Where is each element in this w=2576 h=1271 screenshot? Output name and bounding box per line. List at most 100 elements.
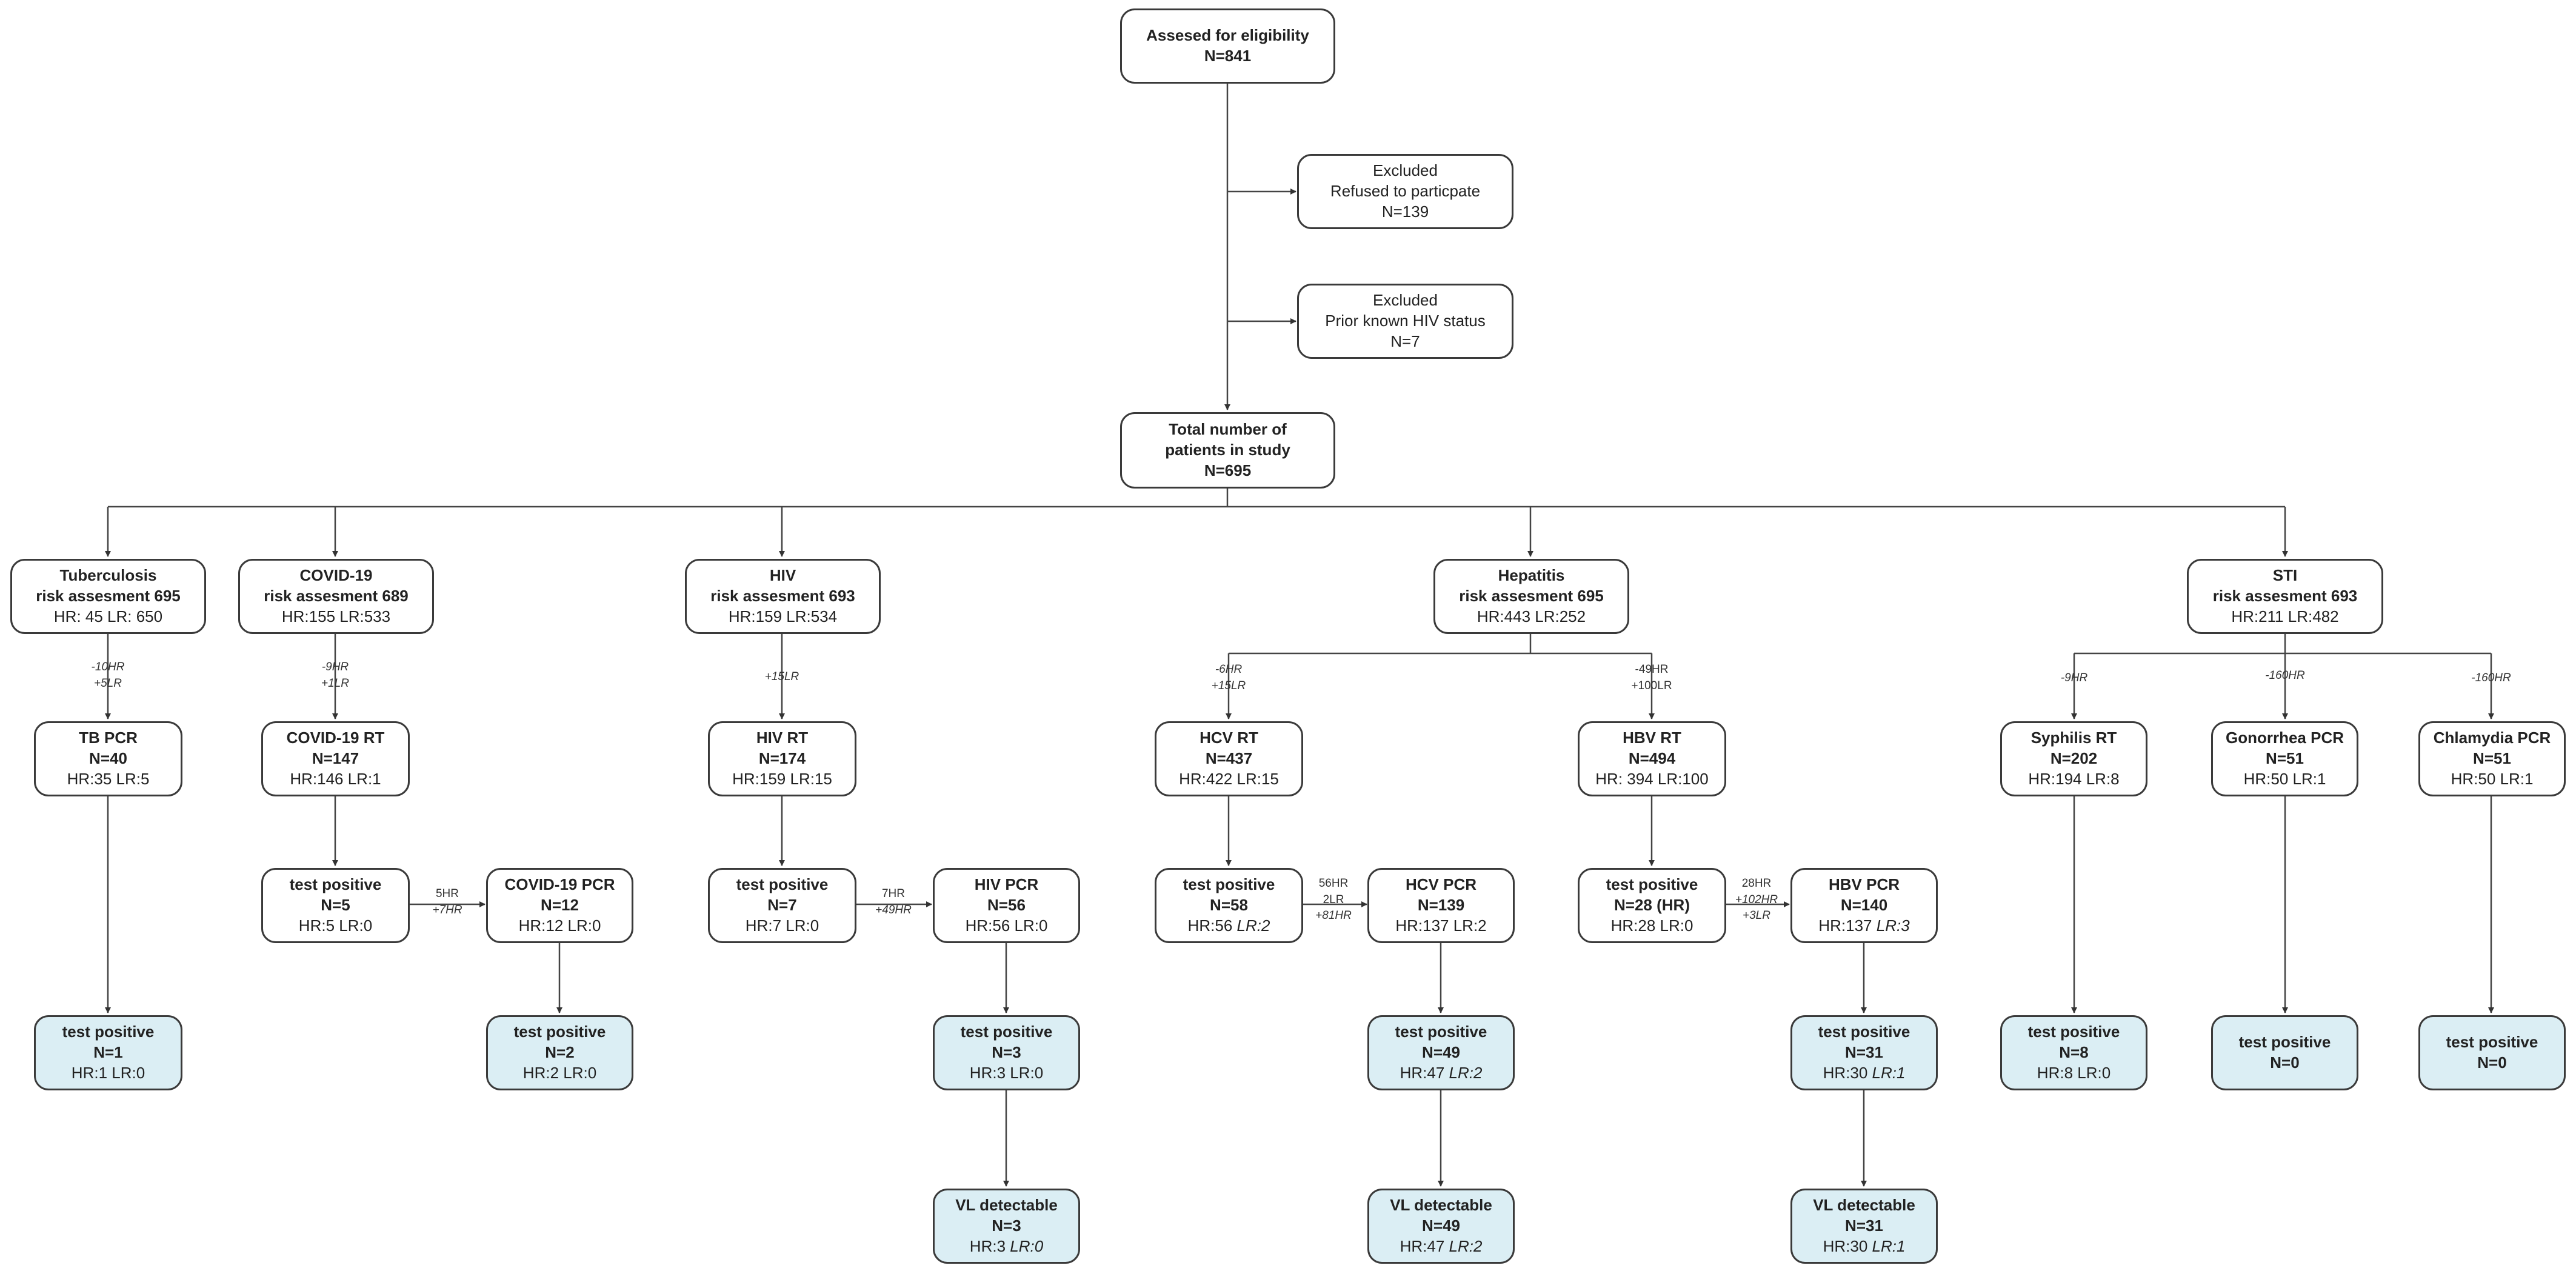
hiv-rt-positive-count: N=7 [767,896,797,915]
hiv-rt-positive-box: test positive N=7 HR:7 LR:0 [708,868,856,943]
eligibility-title: Assesed for eligibility [1146,26,1309,45]
hbv-pcr-count: N=140 [1840,896,1888,915]
sti-risk-box: STI risk assesment 693 HR:211 LR:482 [2187,559,2383,634]
hiv-arrow-lr: +15LR [764,670,799,683]
syphilis-rt-box: Syphilis RT N=202 HR:194 LR:8 [2000,721,2147,796]
covid-rt-positive-title: test positive [289,875,382,894]
hcv-rt-positive-lr: LR:2 [1236,916,1270,935]
tb-risk-box: Tuberculosis risk assesment 695 HR: 45 L… [10,559,206,634]
covid-rt-positive-split: HR:5 LR:0 [298,916,373,935]
hiv-pcr-count: N=56 [987,896,1026,915]
covid-rt-box: COVID-19 RT N=147 HR:146 LR:1 [261,721,410,796]
hiv-vl-title: VL detectable [955,1196,1058,1215]
hiv-vl-count: N=3 [992,1216,1021,1235]
hcv-rt-title: HCV RT [1200,729,1258,747]
hbv-positive-count: N=31 [1845,1043,1883,1062]
eligibility-count: N=841 [1204,47,1252,65]
hbv-rt-split: HR: 394 LR:100 [1595,769,1709,788]
hcv-pcr-title: HCV PCR [1405,875,1477,894]
hcv-rt-positive-title: test positive [1183,875,1275,894]
syphilis-arrow-hr: -9HR [2060,672,2088,684]
tb-risk-assessment: risk assesment 695 [36,587,181,605]
excluded-hiv-reason: Prior known HIV status [1325,312,1486,330]
hiv-vl-box: VL detectable N=3 HR:3 LR:0 [933,1189,1080,1264]
tb-arrow-annotation: -10HR +5LR [92,659,125,692]
hiv-rt-title: HIV RT [756,729,809,747]
hcv-rt-box: HCV RT N=437 HR:422 LR:15 [1155,721,1303,796]
hbv-pcr-lr: LR:3 [1876,916,1910,935]
hbv-vl-hr: HR:30 [1823,1236,1872,1255]
covid-arrow-lr: +1LR [321,676,349,690]
hbv-vl-lr: LR:1 [1872,1236,1906,1255]
covid-pcr-box: COVID-19 PCR N=12 HR:12 LR:0 [486,868,633,943]
syphilis-positive-count: N=8 [2059,1043,2089,1062]
hcv-arrow-hr: -6HR [1215,663,1243,676]
hbv-rt-positive-count: N=28 (HR) [1614,896,1690,915]
gonorrhea-positive-count: N=0 [2270,1053,2300,1072]
tb-pcr-split: HR:35 LR:5 [67,769,150,788]
chlamydia-positive-count: N=0 [2477,1053,2507,1072]
hbv-positive-box: test positive N=31 HR:30 LR:1 [1790,1015,1938,1090]
covid-rt-split: HR:146 LR:1 [290,769,381,788]
gonorrhea-pcr-count: N=51 [2266,749,2304,768]
hbv-pcr-arrow-hr: 28HR [1741,877,1772,890]
hbv-rt-positive-split: HR:28 LR:0 [1610,916,1693,935]
tb-positive-title: test positive [62,1022,155,1041]
hcv-rt-positive-box: test positive N=58 HR:56 LR:2 [1155,868,1303,943]
excluded-hiv-box: Excluded Prior known HIV status N=7 [1297,284,1513,359]
hcv-rt-positive-count: N=58 [1210,896,1248,915]
hbv-vl-title: VL detectable [1813,1196,1915,1215]
chlamydia-positive-box: test positive N=0 [2418,1015,2566,1090]
syphilis-rt-split: HR:194 LR:8 [2028,769,2120,788]
hiv-rt-box: HIV RT N=174 HR:159 LR:15 [708,721,856,796]
chlamydia-arrow-annotation: -160HR [2471,670,2511,687]
chlamydia-pcr-count: N=51 [2473,749,2511,768]
hcv-vl-lr: LR:2 [1449,1236,1483,1255]
gonorrhea-pcr-box: Gonorrhea PCR N=51 HR:50 LR:1 [2211,721,2358,796]
sti-risk-title: STI [2272,566,2298,585]
hbv-positive-lr: LR:1 [1872,1063,1906,1082]
covid-pcr-arrow-hr: 5HR [435,887,459,900]
tb-arrow-lr: +5LR [94,676,122,690]
covid-risk-box: COVID-19 risk assesment 689 HR:155 LR:53… [238,559,434,634]
hbv-pcr-hr: HR:137 [1818,916,1877,935]
covid-pcr-arrow-annotation: 5HR +7HR [432,886,462,918]
hiv-rt-split: HR:159 LR:15 [732,769,832,788]
hcv-vl-box: VL detectable N=49 HR:47 LR:2 [1367,1189,1515,1264]
covid-risk-assessment: risk assesment 689 [264,587,409,605]
covid-positive-title: test positive [513,1022,606,1041]
hiv-vl-lr: LR:0 [1010,1236,1044,1255]
tb-positive-count: N=1 [93,1043,123,1062]
hiv-risk-title: HIV [769,566,796,585]
hcv-positive-lr: LR:2 [1449,1063,1483,1082]
gonorrhea-pcr-title: Gonorrhea PCR [2225,729,2344,747]
hiv-positive-split: HR:3 LR:0 [969,1063,1044,1082]
hcv-pcr-split: HR:137 LR:2 [1395,916,1487,935]
hcv-rt-split: HR:422 LR:15 [1179,769,1279,788]
hepatitis-risk-split: HR:443 LR:252 [1477,607,1586,625]
eligibility-box: Assesed for eligibility N=841 [1120,8,1335,84]
hiv-pcr-split: HR:56 LR:0 [965,916,1048,935]
covid-pcr-count: N=12 [541,896,579,915]
tb-risk-title: Tuberculosis [59,566,157,585]
hcv-positive-box: test positive N=49 HR:47 LR:2 [1367,1015,1515,1090]
covid-positive-split: HR:2 LR:0 [522,1063,597,1082]
hbv-vl-split: HR:30 LR:1 [1823,1236,1906,1257]
covid-risk-title: COVID-19 [299,566,373,585]
syphilis-positive-title: test positive [2027,1022,2120,1041]
hiv-rt-positive-title: test positive [736,875,829,894]
covid-rt-positive-box: test positive N=5 HR:5 LR:0 [261,868,410,943]
excluded-refused-box: Excluded Refused to particpate N=139 [1297,154,1513,229]
total-line-2: patients in study [1165,441,1290,459]
hiv-risk-split: HR:159 LR:534 [728,607,838,625]
hiv-vl-split: HR:3 LR:0 [970,1236,1043,1257]
syphilis-positive-box: test positive N=8 HR:8 LR:0 [2000,1015,2147,1090]
hbv-arrow-hr: -49HR [1635,663,1669,676]
hcv-pcr-box: HCV PCR N=139 HR:137 LR:2 [1367,868,1515,943]
covid-arrow-annotation: -9HR +1LR [321,659,349,692]
hbv-arrow-annotation: -49HR +100LR [1631,662,1672,694]
covid-pcr-split: HR:12 LR:0 [518,916,601,935]
hbv-positive-split: HR:30 LR:1 [1823,1063,1906,1084]
tb-arrow-hr: -10HR [91,661,125,673]
